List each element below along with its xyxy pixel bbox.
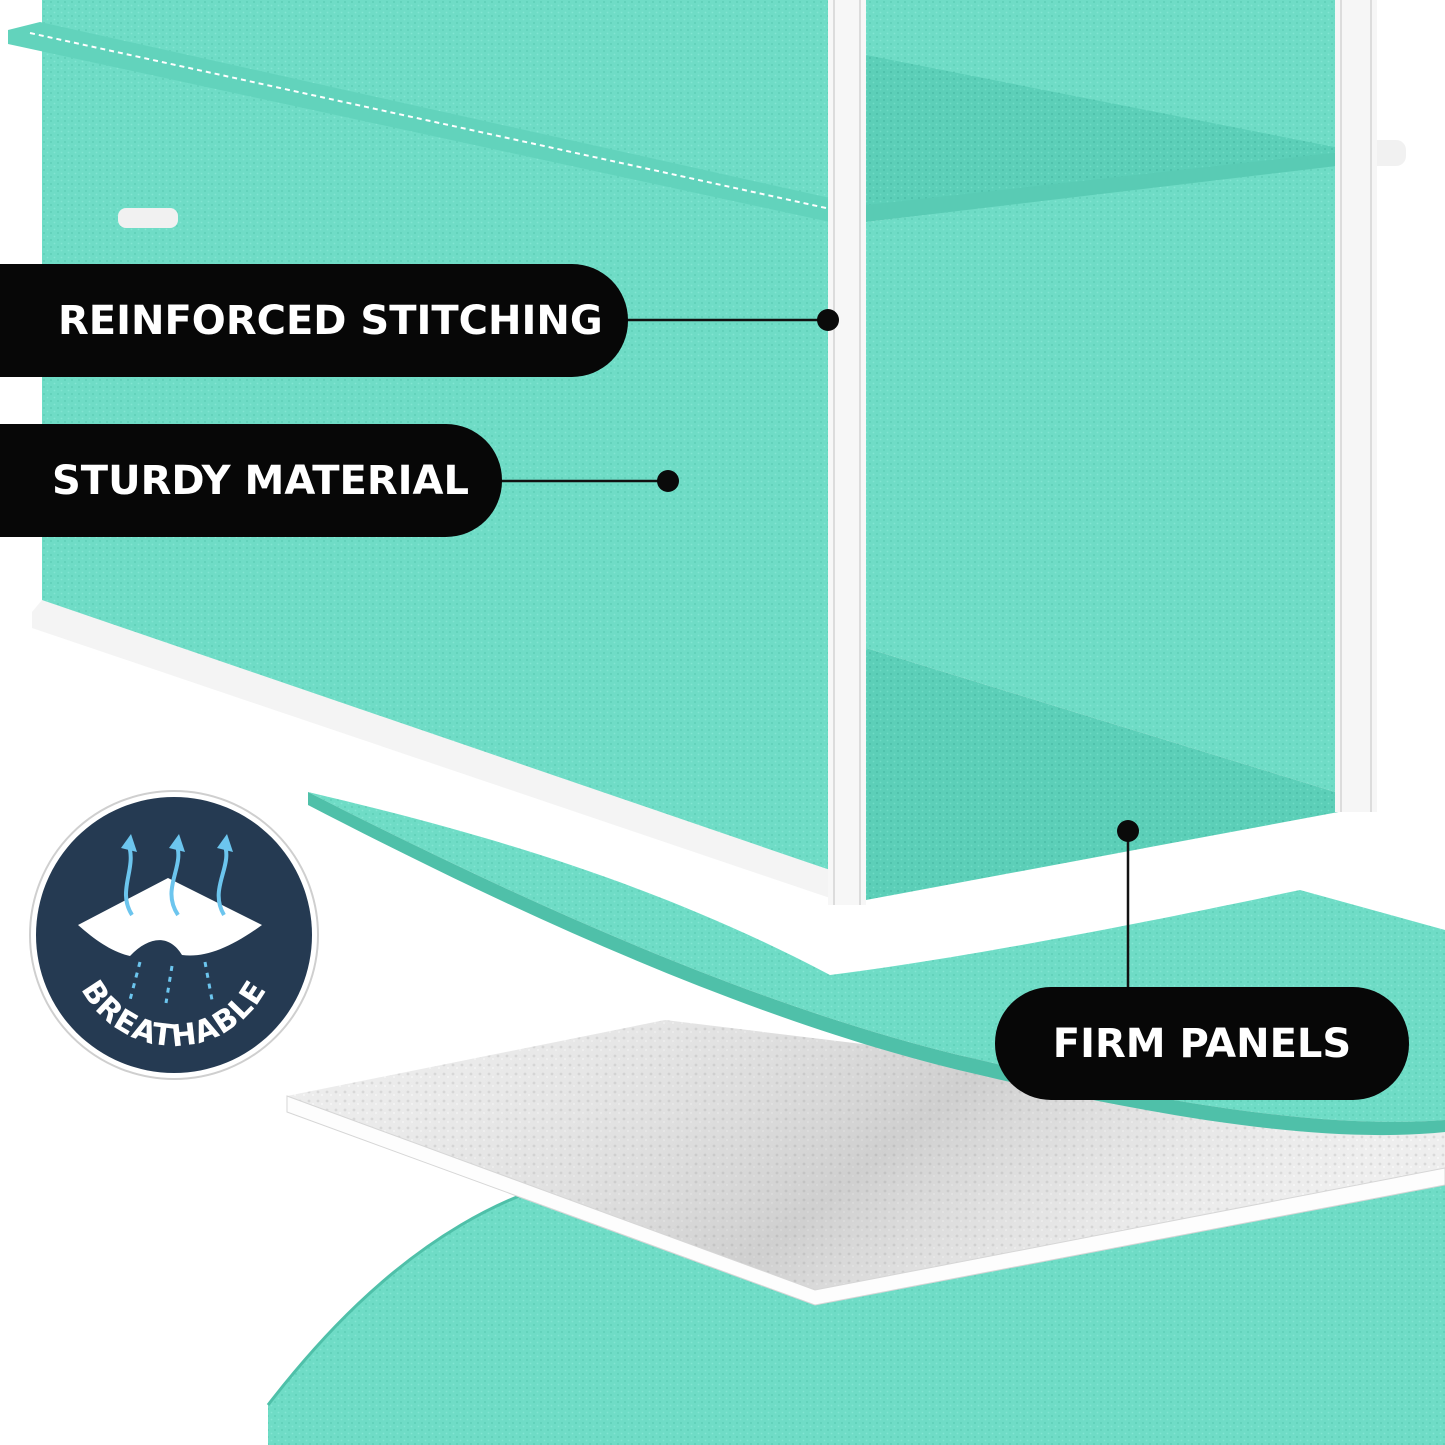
foam-edge	[286, 1095, 1445, 1306]
rod-cap-left	[118, 208, 178, 228]
leader-dot-sturdy	[657, 470, 679, 492]
breathable-badge: BREATHABLE	[29, 790, 319, 1080]
compartment-floor	[866, 648, 1360, 900]
top-shelf-rim	[8, 22, 830, 222]
callout-firm-panels: FIRM PANELS	[995, 987, 1409, 1100]
rim-stitch-line	[29, 32, 827, 209]
bottom-binding	[32, 600, 862, 905]
breathable-airflow-icon	[78, 834, 262, 1004]
organizer-cabinet	[8, 0, 1406, 905]
compartment-back-wall	[866, 165, 1345, 795]
leader-dot-firm	[1117, 820, 1139, 842]
callout-leaders	[495, 309, 1139, 995]
callout-sturdy-material-text: STURDY MATERIAL	[52, 457, 469, 504]
callout-reinforced-stitching-text: REINFORCED STITCHING	[58, 297, 603, 344]
callout-sturdy-material: STURDY MATERIAL	[0, 424, 502, 537]
panel-layers	[266, 792, 1445, 1445]
callout-reinforced-stitching: REINFORCED STITCHING	[0, 264, 628, 377]
callout-firm-panels-text: FIRM PANELS	[1052, 1020, 1352, 1067]
leader-dot-reinforced	[817, 309, 839, 331]
